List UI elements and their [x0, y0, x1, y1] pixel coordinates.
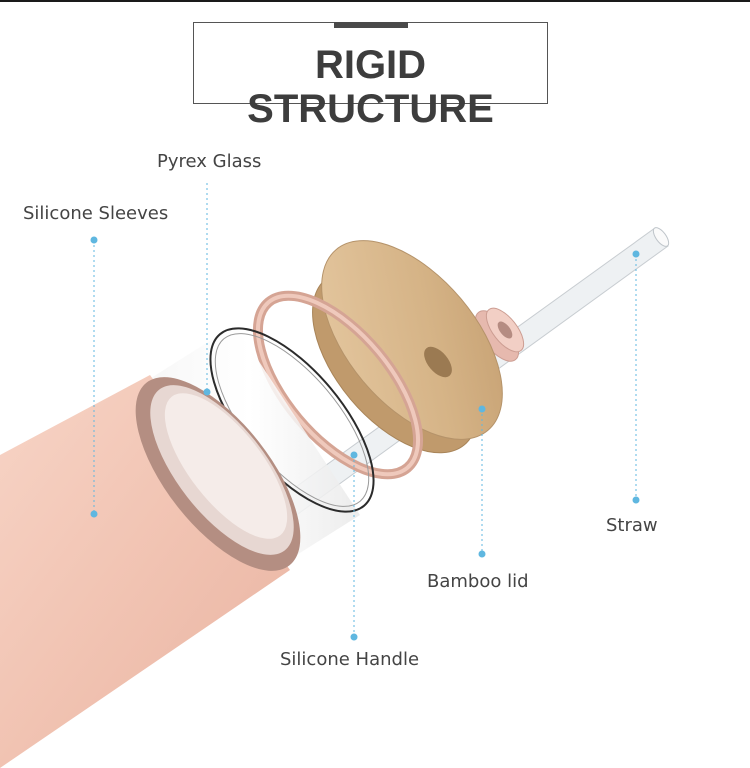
page-title: RIGID STRUCTURE [247, 43, 494, 131]
label-straw: Straw [606, 515, 658, 536]
silicone-sleeve [0, 375, 301, 768]
callout-dot-sleeves-bottom [90, 510, 98, 518]
title-frame: RIGID STRUCTURE [193, 22, 548, 131]
callout-dot-straw-bottom [632, 496, 640, 504]
callout-dot-pyrex [203, 388, 211, 396]
bamboo-lid [312, 240, 503, 454]
callout-dot-handle-bottom [350, 633, 358, 641]
label-silicone-sleeves: Silicone Sleeves [23, 203, 169, 224]
callout-lines [90, 183, 640, 641]
callout-dot-bamboo-top [478, 405, 486, 413]
callout-dot-straw-top [632, 250, 640, 258]
label-bamboo-lid: Bamboo lid [427, 571, 529, 592]
top-divider [0, 0, 750, 2]
callout-dot-sleeves-top [90, 236, 98, 244]
callout-dot-handle-top [350, 451, 358, 459]
title-accent-bar [334, 22, 408, 28]
label-pyrex-glass: Pyrex Glass [157, 151, 262, 172]
label-silicone-handle: Silicone Handle [280, 649, 420, 670]
callout-dot-bamboo-bottom [478, 550, 486, 558]
silicone-seal-ring [252, 290, 424, 480]
